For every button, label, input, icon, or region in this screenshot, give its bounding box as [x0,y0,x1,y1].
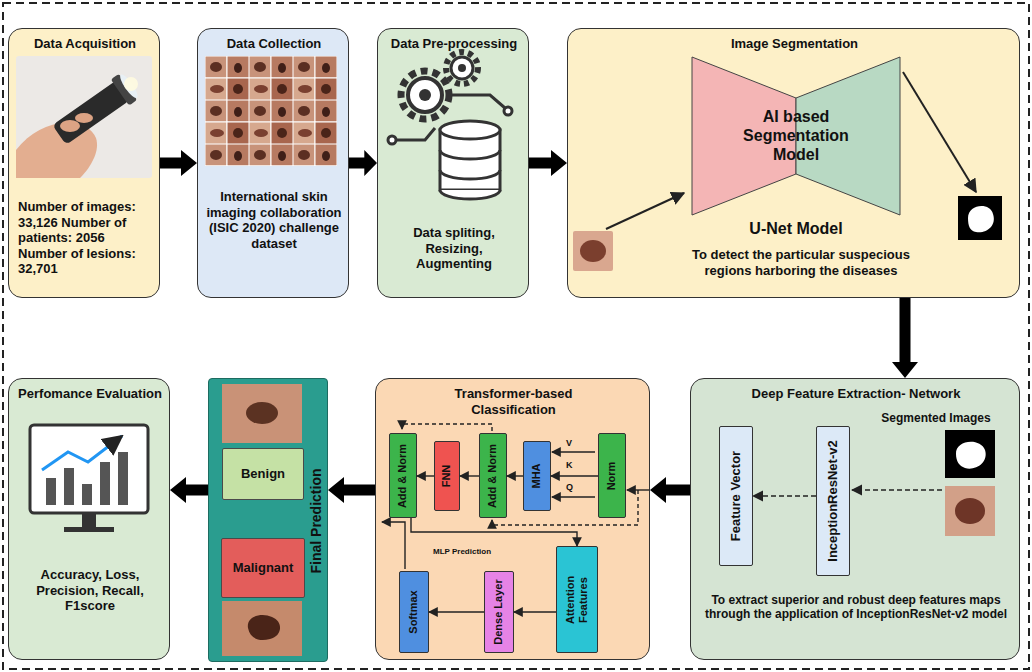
network-label: Feature Vector [728,451,744,541]
layer-label: Add & Norm [486,443,499,507]
flow-arrow [349,150,377,176]
model-name: U-Net Model [696,219,896,238]
layer-box: Add & Norm [389,433,417,518]
stage-panel: Data AcquisitionNumber of images: 33,126… [8,28,160,298]
flow-arrow [170,477,208,503]
class-box: Benign [222,448,304,500]
network-box: InceptionResNet-v2 [816,426,850,576]
layer-label: FNN [440,465,453,488]
stage-panel: Data CollectionInternational skin imagin… [197,28,349,298]
class-label: Benign [226,466,300,482]
panel-heading: Deep Feature Extraction- Network [701,386,1011,402]
layer-box: Softmax [399,571,429,653]
class-label: Malignant [225,560,301,576]
vertical-heading: Final Prediction [308,468,325,573]
qkv-label: K [566,460,573,471]
layer-box: Dense Layer [484,571,514,653]
class-box: Malignant [221,538,305,598]
stage-panel: Final Prediction BenignMalignant [208,378,328,662]
qkv-label: Q [566,482,573,493]
model-label: AI based Segmentation Model [731,107,861,165]
layer-box: FNN [434,441,460,511]
layer-label: Add & Norm [396,443,409,507]
layer-label: Norm [605,461,618,490]
line-label: MLP Prediction [433,547,491,557]
layer-label: MHA [530,463,543,488]
flow-arrow [529,150,567,176]
panel-heading: Transformer-based Classification [436,386,591,417]
layer-box: Norm [598,433,626,518]
stage-panel: Image SegmentationU-Net Model To detect t… [567,28,1020,298]
stage-panel: Deep Feature Extraction- NetworkSegmente… [690,378,1020,660]
layer-box: MHA [523,441,551,511]
stage-panel: Perfomance EvaluationAccuracy, Loss, Pre… [8,378,170,660]
panel-body: Number of images: 33,126 Number of patie… [18,199,154,277]
panel-body: International skin imaging collaboration… [206,189,342,251]
panel-heading: Data Acquisition [13,36,157,52]
panel-body: Accuracy, Loss, Precision, Recall, F1sco… [17,567,163,614]
stage-panel: Data Pre-processingData spliting, Resizi… [377,28,529,298]
panel-body: To detect the particular suspecious regi… [671,247,931,278]
panel-heading: Image Segmentation [668,36,921,52]
layer-box: Add & Norm [479,433,507,518]
outer-frame [3,3,1029,669]
network-label: InceptionResNet-v2 [825,440,841,561]
panel-heading: Data Pre-processing [382,36,526,52]
layer-label: Dense Layer [492,579,505,644]
unet-shape: AI based Segmentation Model [691,56,901,216]
flow-arrow [160,150,197,176]
flow-arrow [328,477,375,503]
panel-body: To extract superior and robust deep feat… [701,593,1011,622]
layer-label: Softmax [407,590,420,633]
layer-label: Attention Features [564,560,590,640]
panel-heading: Perfomance Evaluation [13,386,167,402]
network-box: Feature Vector [719,426,753,566]
flow-arrow [892,298,918,378]
qkv-label: V [566,438,572,449]
image-caption: Segmented Images [861,411,1011,425]
panel-body: Data spliting, Resizing, Augmenting [386,225,522,272]
panel-heading: Data Collection [202,36,346,52]
layer-box: Attention Features [556,546,598,653]
stage-panel: Transformer-based ClassificationAdd & No… [375,378,650,660]
flow-arrow [650,477,690,503]
